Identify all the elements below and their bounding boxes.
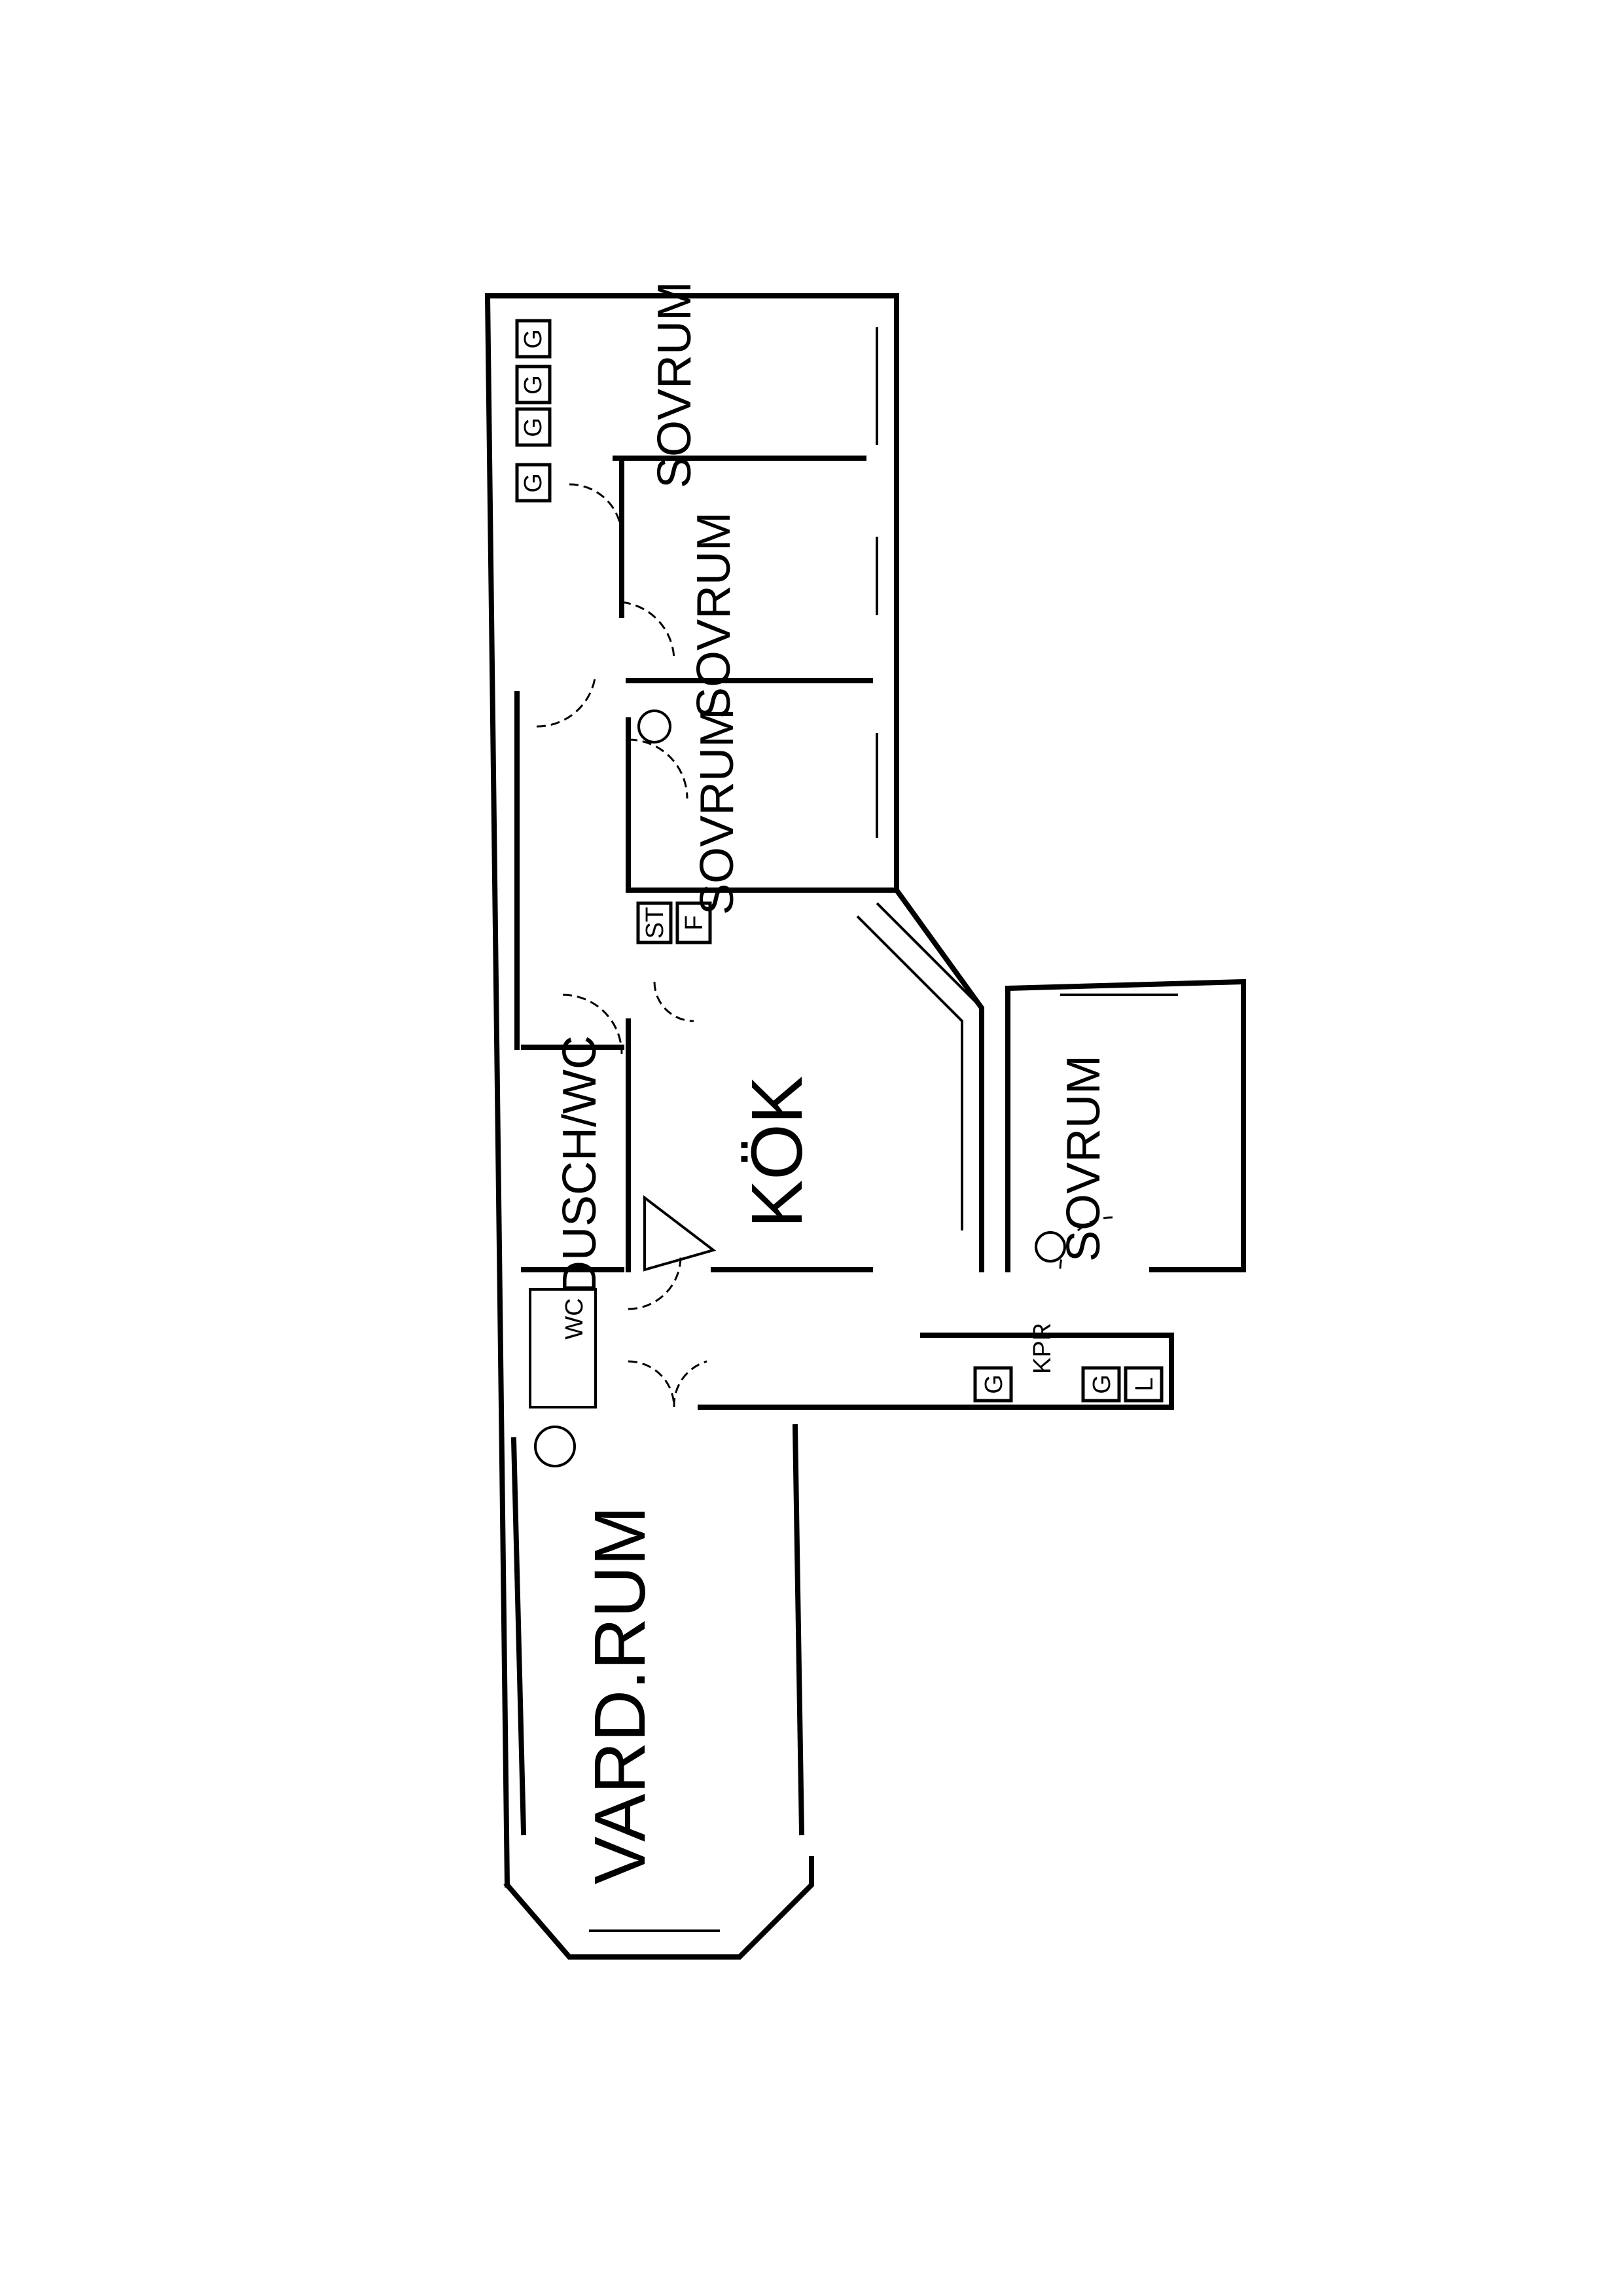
room-label-dusch-wc: DUSCH/WC: [554, 1035, 606, 1295]
fixture-g-label: G: [520, 418, 547, 437]
window-marks: [589, 327, 1178, 1932]
fixture-g-top-1: G: [515, 319, 552, 359]
interior-walls: [514, 456, 983, 1408]
fixture-f: F: [675, 901, 712, 944]
room-label-sovrum-3: SOVRUM: [691, 708, 743, 915]
fixture-g-label: G: [1088, 1374, 1116, 1394]
room-label-wc: WC: [561, 1298, 588, 1339]
room-label-sovrum-2: SOVRUM: [688, 512, 740, 719]
outer-walls: [484, 293, 1246, 1960]
room-label-sovrum-4: SOVRUM: [1058, 1055, 1110, 1262]
fixture-g-top-3: G: [515, 407, 552, 447]
room-label-kpr: KPR: [1029, 1323, 1056, 1374]
room-label-sovrum-1: SOVRUM: [649, 281, 701, 488]
fixture-f-label: F: [681, 915, 708, 930]
fixture-g-top-4: G: [515, 463, 552, 503]
room-label-kok: KÖK: [737, 1076, 817, 1228]
fixture-g-label: G: [520, 329, 547, 349]
fixture-st-label: ST: [641, 907, 669, 939]
fixture-g-top-2: G: [515, 365, 552, 404]
fixture-l-kpr: L: [1124, 1366, 1164, 1403]
fixture-g-label: G: [520, 375, 547, 395]
door-swings: [534, 483, 1113, 1467]
fixture-g-label: G: [980, 1374, 1008, 1394]
room-label-vardrum: VARD.RUM: [580, 1506, 660, 1885]
fixture-g-label: G: [520, 473, 547, 493]
fixture-st: ST: [636, 901, 673, 944]
kitchen-counter: [643, 1194, 717, 1272]
fixture-g-kpr-1: G: [973, 1366, 1013, 1403]
fixture-l-label: L: [1131, 1377, 1158, 1391]
fixture-g-kpr-2: G: [1081, 1366, 1121, 1403]
